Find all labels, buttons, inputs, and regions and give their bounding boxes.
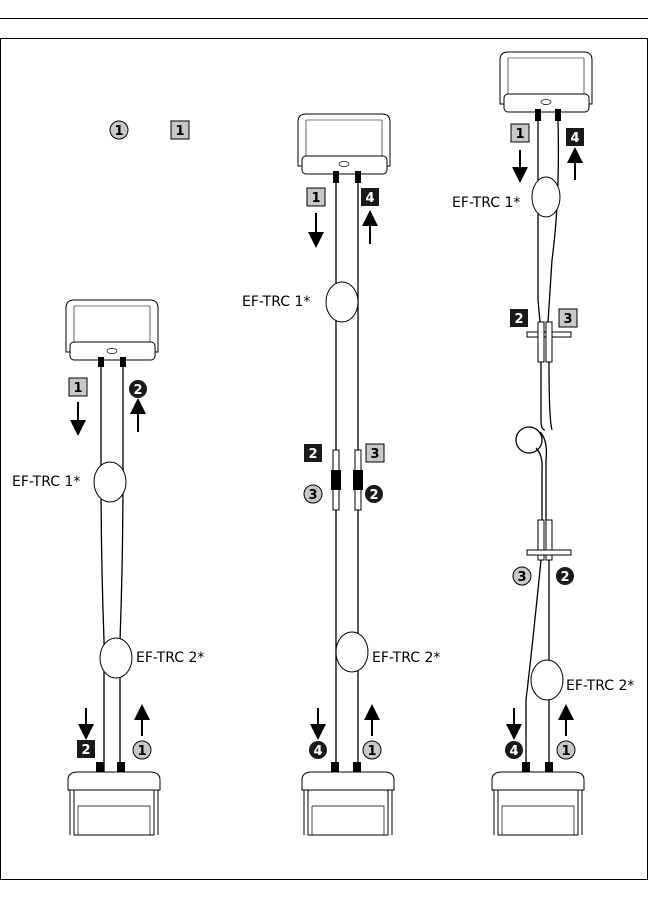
svg-text:3: 3 xyxy=(308,488,317,503)
marker-circle-dark: 2 xyxy=(365,485,383,503)
marker-square-dark: 2 xyxy=(77,740,95,758)
remote-unit-3 xyxy=(500,52,592,121)
marker-circle-dark: 4 xyxy=(309,741,327,759)
svg-text:2: 2 xyxy=(81,743,90,758)
marker-square-light: 3 xyxy=(366,444,384,462)
adapter-ef-trc-2 xyxy=(531,660,563,700)
setup-1: EF-TRC 1* EF-TRC 2* 1 2 2 1 xyxy=(12,300,204,835)
marker-square-light: 1 xyxy=(511,124,529,142)
svg-text:4: 4 xyxy=(570,131,579,146)
svg-text:1: 1 xyxy=(367,744,376,759)
adapter-ef-trc-2 xyxy=(100,638,132,678)
adapter-ef-trc-1 xyxy=(326,282,358,322)
svg-text:3: 3 xyxy=(370,447,379,462)
svg-text:4: 4 xyxy=(365,191,374,206)
main-unit-2 xyxy=(302,762,394,835)
svg-text:4: 4 xyxy=(509,744,518,759)
marker-square-light: 1 xyxy=(69,378,87,396)
adapter-top-label: EF-TRC 1* xyxy=(452,195,520,211)
marker-square-dark: 4 xyxy=(361,188,379,206)
svg-text:4: 4 xyxy=(313,744,322,759)
svg-text:2: 2 xyxy=(514,312,523,327)
svg-text:1: 1 xyxy=(137,744,146,759)
marker-square-light: 1 xyxy=(307,188,325,206)
adapter-top-label: EF-TRC 1* xyxy=(12,474,80,490)
marker-circle-dark: 2 xyxy=(129,380,147,398)
marker-circle-dark: 2 xyxy=(556,567,574,585)
marker-square-dark: 2 xyxy=(304,444,322,462)
marker-circle-light: 3 xyxy=(304,485,322,503)
marker-circle-light: 1 xyxy=(363,741,381,759)
marker-square-light: 3 xyxy=(559,309,577,327)
adapter-bottom-label: EF-TRC 2* xyxy=(372,650,440,666)
setup-3: EF-TRC 1* EF-TRC 2* 1 4 2 3 3 2 4 1 xyxy=(452,52,634,835)
marker-circle-light: 1 xyxy=(557,741,575,759)
svg-text:1: 1 xyxy=(561,744,570,759)
svg-text:3: 3 xyxy=(563,312,572,327)
svg-text:1: 1 xyxy=(175,124,184,139)
remote-unit-2 xyxy=(298,114,390,183)
legend-square-marker: 1 xyxy=(171,121,189,139)
setup-2: EF-TRC 1* EF-TRC 2* 1 4 2 3 3 2 4 1 xyxy=(242,114,440,835)
svg-text:2: 2 xyxy=(369,488,378,503)
marker-square-dark: 2 xyxy=(510,309,528,327)
svg-text:1: 1 xyxy=(73,381,82,396)
main-unit-1 xyxy=(68,762,160,835)
adapter-bottom-label: EF-TRC 2* xyxy=(566,678,634,694)
adapter-ef-trc-1 xyxy=(532,177,560,217)
marker-circle-dark: 4 xyxy=(505,741,523,759)
svg-text:2: 2 xyxy=(560,570,569,585)
legend-circle-marker: 1 xyxy=(110,121,128,139)
svg-text:1: 1 xyxy=(311,191,320,206)
adapter-ef-trc-1 xyxy=(94,462,126,502)
remote-unit-1 xyxy=(66,300,158,367)
svg-text:1: 1 xyxy=(515,127,524,142)
svg-text:3: 3 xyxy=(517,570,526,585)
adapter-ef-trc-2 xyxy=(336,632,368,672)
main-unit-3 xyxy=(492,762,584,835)
marker-circle-light: 3 xyxy=(513,567,531,585)
svg-text:2: 2 xyxy=(133,383,142,398)
marker-square-dark: 4 xyxy=(566,128,584,146)
legend: 1 1 xyxy=(110,121,189,139)
adapter-top-label: EF-TRC 1* xyxy=(242,294,310,310)
svg-text:2: 2 xyxy=(308,447,317,462)
svg-text:1: 1 xyxy=(114,124,123,139)
adapter-bottom-label: EF-TRC 2* xyxy=(136,650,204,666)
marker-circle-light: 1 xyxy=(133,741,151,759)
